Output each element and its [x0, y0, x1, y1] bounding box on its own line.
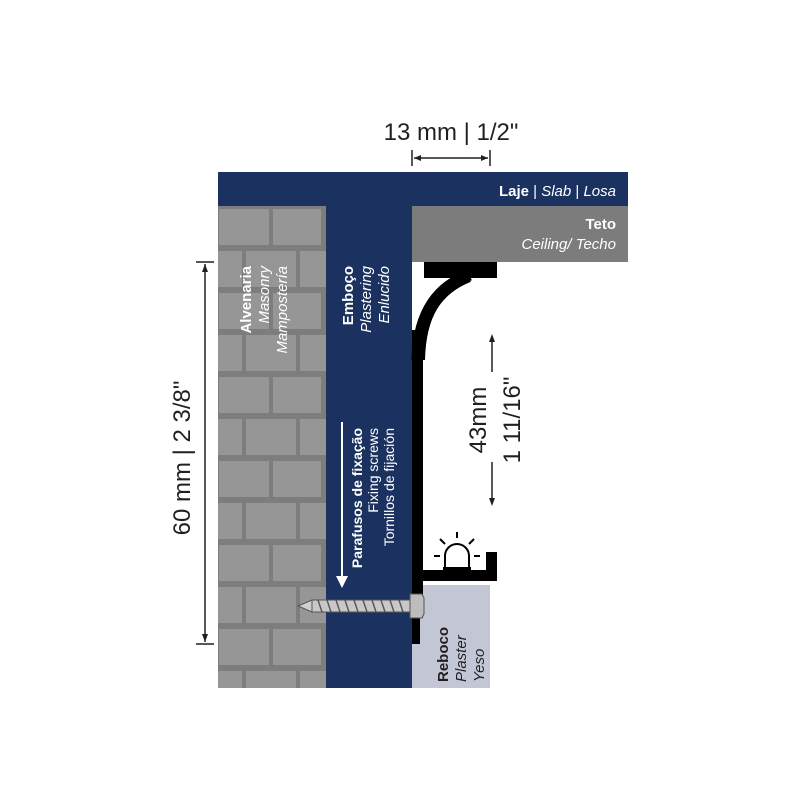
top-dimension-line — [411, 150, 491, 166]
plastering-label-es: Enlucido — [376, 266, 393, 324]
down-arrow-icon — [336, 422, 348, 588]
masonry-label-en: Masonry — [256, 265, 273, 324]
plaster-label: Reboco Plaster Yeso — [435, 627, 488, 682]
plaster-block — [412, 585, 490, 688]
ceiling-label-pt: Teto — [585, 216, 616, 233]
screw-icon — [296, 593, 425, 619]
profile-curve — [411, 269, 472, 361]
plaster-label-es: Yeso — [471, 649, 488, 682]
masonry-label-pt: Alvenaria — [238, 265, 255, 333]
masonry-label-es: Mampostería — [274, 266, 291, 354]
slab-label: Laje | Slab | Losa — [499, 183, 616, 200]
light-icon — [434, 532, 480, 570]
profile-curve-inner — [421, 278, 471, 361]
plaster-label-pt: Reboco — [435, 627, 452, 682]
plastering-label-pt: Emboço — [340, 266, 357, 325]
plastering-label: Emboço Plastering Enlucido — [340, 265, 393, 332]
plastering-label-en: Plastering — [358, 265, 375, 332]
slab-label-pt: Laje — [499, 183, 529, 200]
ceiling-band — [412, 206, 628, 262]
profile-section — [412, 262, 497, 644]
profile-dimension-line — [489, 334, 495, 506]
screws-label-en: Fixing screws — [365, 428, 381, 513]
masonry-label: Alvenaria Masonry Mampostería — [238, 265, 291, 354]
slab-label-en: Slab — [541, 183, 571, 200]
profile-dimension-label-mm: 43mm — [465, 387, 492, 454]
top-dimension-label: 13 mm | 1/2" — [384, 119, 519, 146]
slab-band — [218, 172, 628, 206]
profile-dimension-label-in: 1 11/16" — [499, 377, 526, 464]
screws-label-es: Tornillos de fijación — [381, 428, 397, 546]
screws-label-pt: Parafusos de fixação — [349, 428, 365, 568]
height-dimension-line — [196, 261, 214, 645]
slab-label-es: Losa — [583, 183, 616, 200]
plaster-label-en: Plaster — [453, 634, 470, 682]
screws-label: Parafusos de fixação Fixing screws Torni… — [349, 428, 397, 568]
height-dimension-label: 60 mm | 2 3/8" — [169, 381, 196, 536]
slab-sep-1: | — [529, 183, 541, 200]
slab-sep-2: | — [571, 183, 583, 200]
ceiling-label-en-es: Ceiling/ Techo — [521, 236, 616, 253]
